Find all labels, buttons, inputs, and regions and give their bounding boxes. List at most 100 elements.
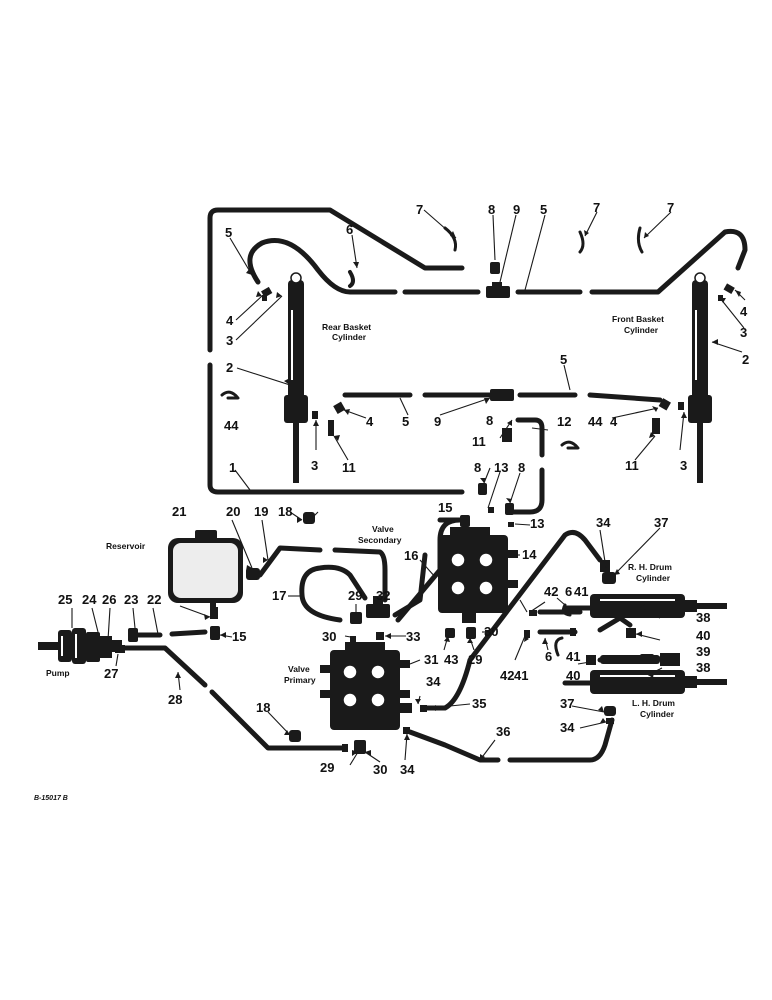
callout-36: 36: [496, 724, 510, 739]
callout-44: 44: [588, 414, 603, 429]
callout-5: 5: [560, 352, 567, 367]
callout-5: 5: [225, 225, 232, 240]
callout-31: 31: [424, 652, 438, 667]
valve-secondary-label: Valve: [372, 524, 394, 534]
callout-42: 42: [544, 584, 558, 599]
callout-18: 18: [256, 700, 270, 715]
callout-24: 24: [82, 592, 97, 607]
callout-34: 34: [560, 720, 575, 735]
callout-3: 3: [740, 325, 747, 340]
valve-primary-label: Valve: [288, 664, 310, 674]
callout-6: 6: [565, 584, 572, 599]
drawing-code: B-15017 B: [34, 795, 68, 802]
callout-3: 3: [311, 458, 318, 473]
callout-4: 4: [226, 313, 234, 328]
lh-drum-cylinder-label: Cylinder: [640, 709, 675, 719]
callout-35: 35: [472, 696, 486, 711]
callout-22: 22: [147, 592, 161, 607]
callout-40: 40: [696, 628, 710, 643]
callout-7: 7: [416, 202, 423, 217]
arrowheads: [175, 230, 741, 760]
primary-valve-block: [320, 642, 410, 730]
callout-8: 8: [486, 413, 493, 428]
callout-41: 41: [574, 584, 588, 599]
callout-15: 15: [438, 500, 452, 515]
callout-38: 38: [696, 610, 710, 625]
lh-drum-cylinder: [590, 670, 727, 694]
callout-40: 40: [566, 668, 580, 683]
callout-30: 30: [373, 762, 387, 777]
callout-25: 25: [58, 592, 72, 607]
callout-44: 44: [224, 418, 239, 433]
reservoir-label: Reservoir: [106, 541, 146, 551]
callout-39: 39: [696, 644, 710, 659]
callout-33: 33: [406, 629, 420, 644]
callout-6: 6: [545, 649, 552, 664]
callout-4: 4: [740, 304, 748, 319]
callout-9: 9: [513, 202, 520, 217]
callout-11: 11: [342, 460, 356, 475]
callout-29: 29: [348, 588, 362, 603]
callout-12: 12: [557, 414, 571, 429]
callout-8: 8: [474, 460, 481, 475]
rh-drum-cylinder-label: Cylinder: [636, 573, 671, 583]
callout-3: 3: [226, 333, 233, 348]
pump-label: Pump: [46, 668, 70, 678]
callout-5: 5: [402, 414, 409, 429]
callout-37: 37: [560, 696, 574, 711]
component-labels: Rear Basket Cylinder Front Basket Cylind…: [34, 314, 675, 802]
front-basket-cylinder-label: Front Basket: [612, 314, 664, 324]
callout-41: 41: [566, 649, 580, 664]
callout-11: 11: [625, 458, 639, 473]
callout-28: 28: [168, 692, 182, 707]
callout-43: 43: [444, 652, 458, 667]
callout-27: 27: [104, 666, 118, 681]
callout-6: 6: [346, 222, 353, 237]
callout-1: 1: [229, 460, 236, 475]
callout-13: 13: [530, 516, 544, 531]
callout-15: 15: [232, 629, 246, 644]
callout-numbers: 1 2 2 3 3 3 3 4 4 4 4 5 5 5 5 6 6 6 7 7 …: [58, 200, 749, 777]
secondary-valve-block: [438, 527, 518, 623]
callout-5: 5: [540, 202, 547, 217]
callout-34: 34: [426, 674, 441, 689]
rh-drum-cylinder-label: R. H. Drum: [628, 562, 672, 572]
callout-23: 23: [124, 592, 138, 607]
callout-29: 29: [468, 652, 482, 667]
rear-basket-cylinder: [284, 272, 308, 483]
callout-16: 16: [404, 548, 418, 563]
callout-41: 41: [514, 668, 528, 683]
callout-13: 13: [494, 460, 508, 475]
hose-lines: [122, 207, 748, 763]
callout-17: 17: [272, 588, 286, 603]
callout-19: 19: [254, 504, 268, 519]
callout-2: 2: [226, 360, 233, 375]
callout-7: 7: [593, 200, 600, 215]
callout-34: 34: [400, 762, 415, 777]
callout-21: 21: [172, 504, 186, 519]
callout-14: 14: [522, 547, 537, 562]
valve-primary-label: Primary: [284, 675, 316, 685]
front-basket-cylinder-label: Cylinder: [624, 325, 659, 335]
callout-38: 38: [696, 660, 710, 675]
rh-drum-cylinder: [590, 594, 727, 618]
callout-11: 11: [472, 434, 486, 449]
front-basket-cylinder: [688, 272, 712, 483]
callout-4: 4: [366, 414, 374, 429]
callout-26: 26: [102, 592, 116, 607]
callout-42: 42: [500, 668, 514, 683]
callout-8: 8: [488, 202, 495, 217]
callout-30: 30: [484, 624, 498, 639]
callout-7: 7: [667, 200, 674, 215]
lh-drum-cylinder-label: L. H. Drum: [632, 698, 675, 708]
callout-29: 29: [320, 760, 334, 775]
callout-2: 2: [742, 352, 749, 367]
callout-32: 32: [376, 588, 390, 603]
valve-secondary-label: Secondary: [358, 535, 402, 545]
callout-9: 9: [434, 414, 441, 429]
callout-18: 18: [278, 504, 292, 519]
callout-37: 37: [654, 515, 668, 530]
callout-20: 20: [226, 504, 240, 519]
reservoir-tank: [168, 530, 243, 613]
